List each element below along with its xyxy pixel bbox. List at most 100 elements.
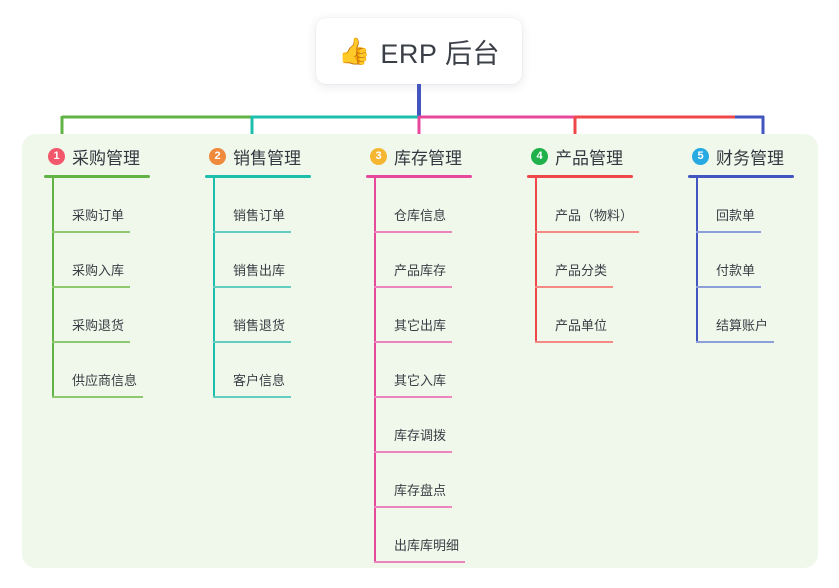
root-title: ERP 后台 — [380, 38, 500, 69]
list-item-label: 结算账户 — [716, 318, 769, 333]
branch-badge-3: 3 — [370, 147, 387, 165]
list-item-label: 销售订单 — [233, 208, 286, 223]
branch-header-3[interactable]: 3 库存管理 — [358, 134, 518, 178]
list-item-underline — [374, 231, 452, 233]
list-item-underline — [535, 231, 639, 233]
branch-items-4: 产品（物料） 产品分类 产品单位 — [519, 178, 679, 343]
list-item[interactable]: 采购入库 — [36, 233, 196, 288]
list-item[interactable]: 采购订单 — [36, 178, 196, 233]
branch-spine-3 — [374, 178, 376, 563]
branch-title-4: 产品管理 — [555, 148, 623, 168]
list-item-label: 回款单 — [716, 208, 756, 223]
list-item[interactable]: 库存盘点 — [358, 453, 518, 508]
branch-badge-2: 2 — [209, 147, 226, 165]
list-item-label: 产品库存 — [394, 263, 447, 278]
list-item[interactable]: 销售退货 — [197, 288, 357, 343]
list-item[interactable]: 供应商信息 — [36, 343, 196, 398]
list-item-label: 出库库明细 — [394, 538, 460, 553]
branch-column-5: 5 财务管理 回款单 付款单 结算账户 — [680, 134, 839, 343]
list-item[interactable]: 库存调拨 — [358, 398, 518, 453]
content-panel — [22, 134, 818, 568]
branch-underline-5 — [688, 175, 794, 178]
list-item-underline — [696, 341, 774, 343]
list-item[interactable]: 仓库信息 — [358, 178, 518, 233]
list-item-label: 供应商信息 — [72, 373, 138, 388]
list-item-underline — [374, 341, 452, 343]
list-item[interactable]: 销售订单 — [197, 178, 357, 233]
list-item[interactable]: 销售出库 — [197, 233, 357, 288]
branch-spine-2 — [213, 178, 215, 398]
list-item-underline — [696, 231, 761, 233]
thumbs-up-icon: 👍 — [338, 36, 371, 66]
list-item-label: 库存调拨 — [394, 428, 447, 443]
list-item[interactable]: 回款单 — [680, 178, 839, 233]
list-item-label: 仓库信息 — [394, 208, 447, 223]
list-item-underline — [374, 286, 452, 288]
branch-badge-5: 5 — [692, 147, 709, 165]
branch-underline-1 — [44, 175, 150, 178]
list-item[interactable]: 产品分类 — [519, 233, 679, 288]
list-item[interactable]: 客户信息 — [197, 343, 357, 398]
branch-spine-5 — [696, 178, 698, 343]
list-item-underline — [535, 286, 613, 288]
list-item-label: 采购退货 — [72, 318, 125, 333]
list-item[interactable]: 其它入库 — [358, 343, 518, 398]
list-item-label: 产品（物料） — [555, 208, 634, 223]
list-item[interactable]: 产品库存 — [358, 233, 518, 288]
branch-spine-1 — [52, 178, 54, 398]
branch-title-1: 采购管理 — [72, 148, 140, 168]
list-item-underline — [535, 341, 613, 343]
list-item-underline — [374, 451, 452, 453]
list-item-underline — [52, 341, 130, 343]
list-item-underline — [52, 286, 130, 288]
list-item[interactable]: 采购退货 — [36, 288, 196, 343]
branch-header-1[interactable]: 1 采购管理 — [36, 134, 196, 178]
list-item-label: 产品分类 — [555, 263, 608, 278]
branch-column-4: 4 产品管理 产品（物料） 产品分类 产品单位 — [519, 134, 679, 343]
branch-spine-4 — [535, 178, 537, 343]
list-item-label: 付款单 — [716, 263, 756, 278]
list-item-label: 采购入库 — [72, 263, 125, 278]
list-item-underline — [52, 396, 143, 398]
list-item-label: 客户信息 — [233, 373, 286, 388]
branch-header-2[interactable]: 2 销售管理 — [197, 134, 357, 178]
branch-title-3: 库存管理 — [394, 148, 462, 168]
branch-items-5: 回款单 付款单 结算账户 — [680, 178, 839, 343]
branch-title-2: 销售管理 — [233, 148, 301, 168]
list-item-label: 库存盘点 — [394, 483, 447, 498]
list-item[interactable]: 产品单位 — [519, 288, 679, 343]
branch-underline-2 — [205, 175, 311, 178]
list-item-label: 采购订单 — [72, 208, 125, 223]
branch-column-3: 3 库存管理 仓库信息 产品库存 其它出库 其它 — [358, 134, 518, 563]
branch-badge-1: 1 — [48, 147, 65, 165]
list-item[interactable]: 产品（物料） — [519, 178, 679, 233]
branch-underline-4 — [527, 175, 633, 178]
list-item-underline — [374, 506, 452, 508]
list-item-label: 产品单位 — [555, 318, 608, 333]
branch-items-2: 销售订单 销售出库 销售退货 客户信息 — [197, 178, 357, 398]
list-item-label: 销售出库 — [233, 263, 286, 278]
branch-items-1: 采购订单 采购入库 采购退货 供应商信息 — [36, 178, 196, 398]
branch-title-5: 财务管理 — [716, 148, 784, 168]
list-item-underline — [213, 286, 291, 288]
list-item-underline — [374, 561, 465, 563]
list-item-underline — [696, 286, 761, 288]
branch-columns: 1 采购管理 采购订单 采购入库 采购退货 供应 — [22, 134, 818, 568]
list-item[interactable]: 结算账户 — [680, 288, 839, 343]
branch-header-4[interactable]: 4 产品管理 — [519, 134, 679, 178]
branch-underline-3 — [366, 175, 472, 178]
list-item-underline — [213, 341, 291, 343]
list-item-label: 销售退货 — [233, 318, 286, 333]
list-item-underline — [213, 396, 291, 398]
branch-header-5[interactable]: 5 财务管理 — [680, 134, 839, 178]
list-item-underline — [52, 231, 130, 233]
list-item-label: 其它入库 — [394, 373, 447, 388]
list-item[interactable]: 付款单 — [680, 233, 839, 288]
branch-column-2: 2 销售管理 销售订单 销售出库 销售退货 客户 — [197, 134, 357, 398]
list-item[interactable]: 出库库明细 — [358, 508, 518, 563]
root-node[interactable]: 👍 ERP 后台 — [316, 18, 522, 84]
list-item-underline — [374, 396, 452, 398]
list-item[interactable]: 其它出库 — [358, 288, 518, 343]
branch-badge-4: 4 — [531, 147, 548, 165]
